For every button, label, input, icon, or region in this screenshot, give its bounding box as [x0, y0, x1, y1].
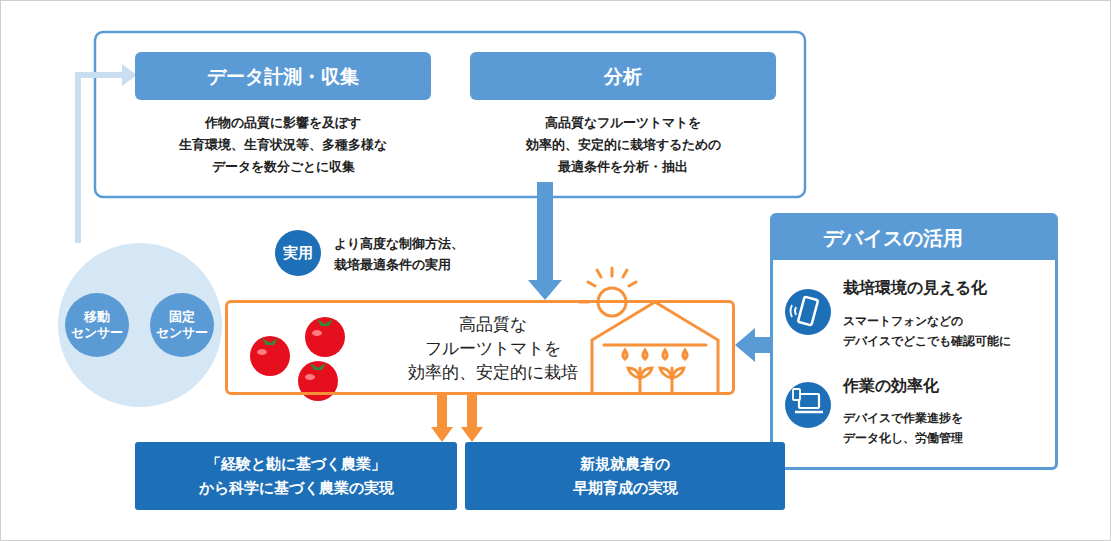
illustration-shape [298, 361, 338, 401]
flow-arrow [735, 328, 770, 362]
illustration-shape [611, 268, 614, 276]
sensor-circle: 固定 センサー [150, 293, 214, 357]
illustration-shape [312, 330, 322, 336]
illustration-shape [305, 374, 315, 380]
sensor-circle: 移動 センサー [65, 293, 129, 357]
illustration-shape [257, 349, 267, 355]
illustration-shape [628, 368, 652, 378]
circle-label: 移動 センサー [70, 309, 125, 340]
process-block: データ計測・収集作物の品質に影響を及ぼす 生育環境、生育状況等、多種多様な デー… [135, 52, 431, 182]
box-body: 高品質なフルーツトマトを 効率的、安定的に栽培するための 最適条件を分析・抽出 [524, 112, 722, 178]
illustration-shape [798, 297, 818, 326]
illustration-shape [580, 268, 718, 392]
illustration-shape [592, 302, 718, 392]
illustration-shape [78, 75, 124, 243]
illustration-shape [95, 32, 805, 197]
item-body: デバイスで作業進捗を データ化し、労働管理 [843, 408, 966, 448]
flow-arrow [431, 395, 453, 442]
illustration-shape [588, 282, 595, 286]
flow-arrow [461, 395, 483, 442]
device-panel: デバイスの活用栽培環境の見える化スマートフォンなどの デバイスでどこでも確認可能… [770, 213, 1058, 470]
goal-text: 高品質な フルーツトマトを 効率的、安定的に栽培 [407, 312, 580, 384]
illustration-shape [785, 382, 831, 428]
illustration-shape [791, 305, 797, 317]
circle-label: 実用 [283, 244, 313, 263]
box-heading: データ計測・収集 [135, 52, 431, 100]
illustration-shape [597, 270, 601, 277]
process-block: 分析高品質なフルーツトマトを 効率的、安定的に栽培するための 最適条件を分析・抽… [470, 52, 776, 182]
illustration-shape [799, 394, 819, 408]
illustration-shape [604, 344, 706, 347]
illustration-shape [623, 270, 627, 277]
box-body: 作物の品質に影響を及ぼす 生育環境、生育状況等、多種多様な データを数分ごとに収… [178, 112, 389, 178]
circle-label: 固定 センサー [155, 309, 210, 340]
illustration-shape [310, 363, 326, 370]
note-label: より高度な制御方法、 栽培最適条件の実用 [334, 233, 467, 275]
illustration-shape [317, 319, 333, 326]
illustration-shape [793, 389, 800, 400]
box-heading: 分析 [470, 52, 776, 100]
illustration-shape [305, 317, 345, 357]
item-heading: 作業の効率化 [843, 376, 939, 397]
illustration-shape [262, 338, 278, 345]
illustration-shape [623, 350, 687, 359]
item-heading: 栽培環境の見える化 [843, 278, 987, 299]
goal-box: 高品質な フルーツトマトを 効率的、安定的に栽培 [225, 300, 735, 395]
flow-arrow [528, 182, 562, 300]
illustration-shape [629, 282, 636, 286]
illustration-shape [795, 411, 823, 414]
illustration-shape [785, 289, 831, 335]
panel-heading: デバイスの活用 [773, 216, 1055, 260]
illustration-shape [250, 336, 290, 376]
result-text: 新規就農者の 早期育成の実現 [571, 452, 679, 500]
illustration-shape [660, 368, 684, 378]
item-body: スマートフォンなどの デバイスでどこでも確認可能に [843, 311, 1014, 351]
result-box: 「経験と勘に基づく農業」 から科学に基づく農業の実現 [135, 442, 457, 510]
illustration-shape [250, 317, 345, 401]
result-text: 「経験と勘に基づく農業」 から科学に基づく農業の実現 [197, 452, 395, 500]
badge-circle: 実用 [275, 230, 321, 276]
result-box: 新規就農者の 早期育成の実現 [465, 442, 785, 510]
illustration-shape [58, 243, 222, 407]
